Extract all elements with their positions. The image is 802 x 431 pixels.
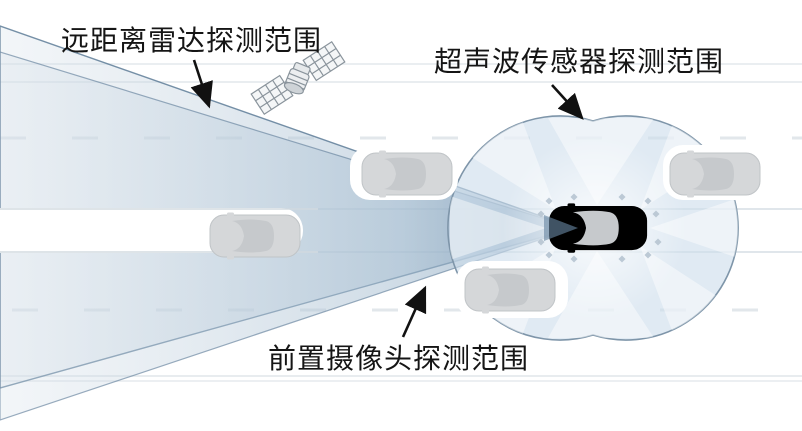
ultrasonic-range-label: 超声波传感器探测范围	[434, 46, 725, 77]
camera-range-label: 前置摄像头探测范围	[268, 343, 530, 374]
car-right	[669, 150, 761, 198]
radar-range-label: 远距离雷达探测范围	[61, 25, 323, 56]
car-upper	[361, 150, 453, 198]
arrow-to-camera-cone	[401, 285, 427, 338]
car-left-lane	[209, 212, 301, 260]
ultrasonic-sensor-dots	[537, 193, 662, 263]
arrow-to-ultrasonic-zone	[551, 84, 584, 120]
arrow-to-radar-cone	[190, 59, 213, 109]
cone-apex-tip	[544, 215, 578, 241]
satellite-body	[283, 62, 311, 95]
satellite-icon	[250, 40, 346, 116]
annotation-arrows	[190, 59, 584, 338]
car-lower	[464, 266, 556, 314]
